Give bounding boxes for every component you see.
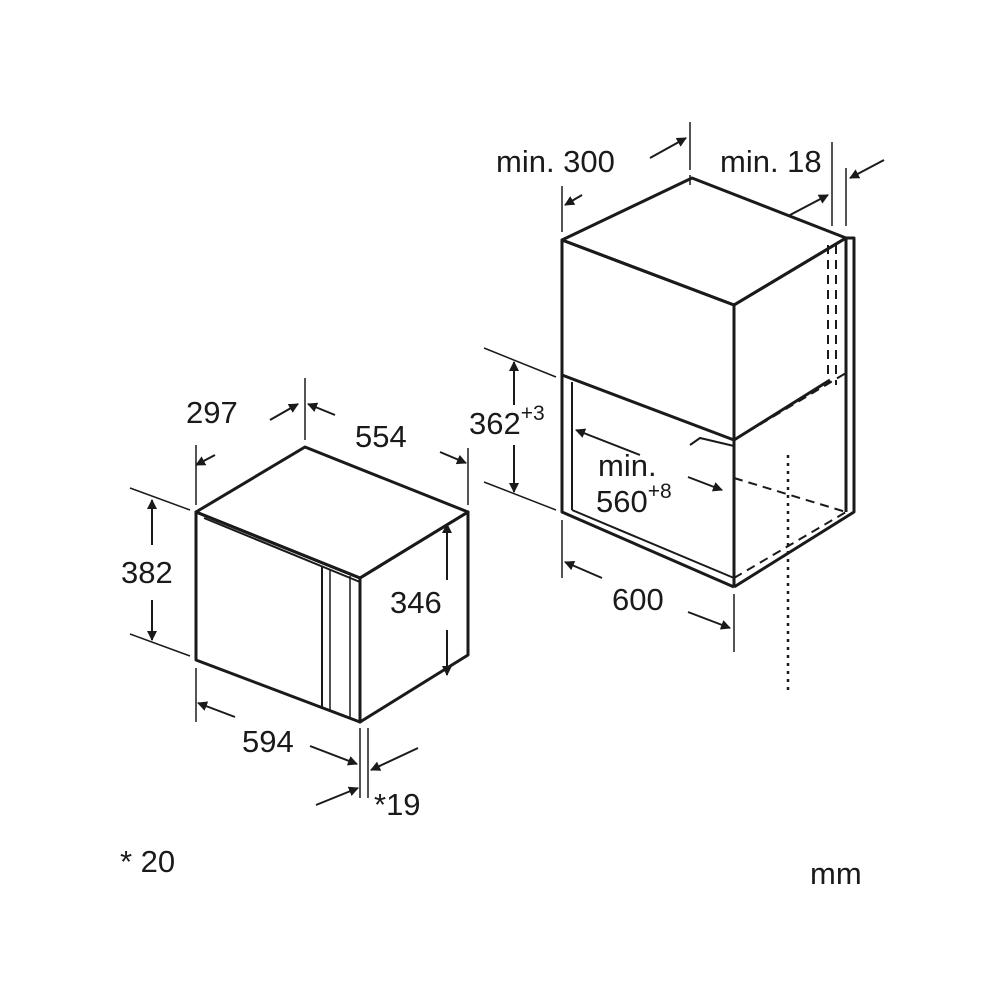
cabinet-drawing — [560, 175, 856, 692]
microwave-depth-label: 297 — [186, 395, 238, 430]
niche-opening — [560, 375, 735, 589]
niche-height-label: 362+3 — [469, 402, 545, 441]
niche-gap-label: min. 18 — [720, 144, 822, 179]
cabinet-width-label: 600 — [612, 582, 664, 617]
cabinet-dimensions: min. 300 min. 18 362+3 min. 560+8 600 — [469, 122, 885, 652]
microwave-front-width-label: 594 — [242, 724, 294, 759]
unit-label: mm — [810, 856, 862, 891]
microwave-top — [194, 445, 470, 580]
microwave-inner-height-label: 346 — [390, 585, 442, 620]
cabinet-side-panel — [733, 236, 856, 589]
microwave-height-label: 382 — [121, 555, 173, 590]
cabinet-upper-front — [560, 238, 736, 442]
microwave-dimensions: 297 554 382 346 594 *19 — [121, 378, 469, 822]
niche-depth-label: min. 300 — [496, 144, 615, 179]
microwave-door-edge — [203, 517, 361, 583]
niche-width-label: 560+8 — [596, 480, 672, 519]
microwave-drawing — [194, 445, 470, 724]
niche-width-min-word: min. — [598, 448, 657, 483]
microwave-width-label: 554 — [355, 419, 407, 454]
microwave-side — [358, 510, 470, 724]
note-19-label: *19 — [374, 787, 421, 822]
cabinet-upper-top — [560, 176, 848, 307]
footnote-label: * 20 — [120, 844, 175, 879]
